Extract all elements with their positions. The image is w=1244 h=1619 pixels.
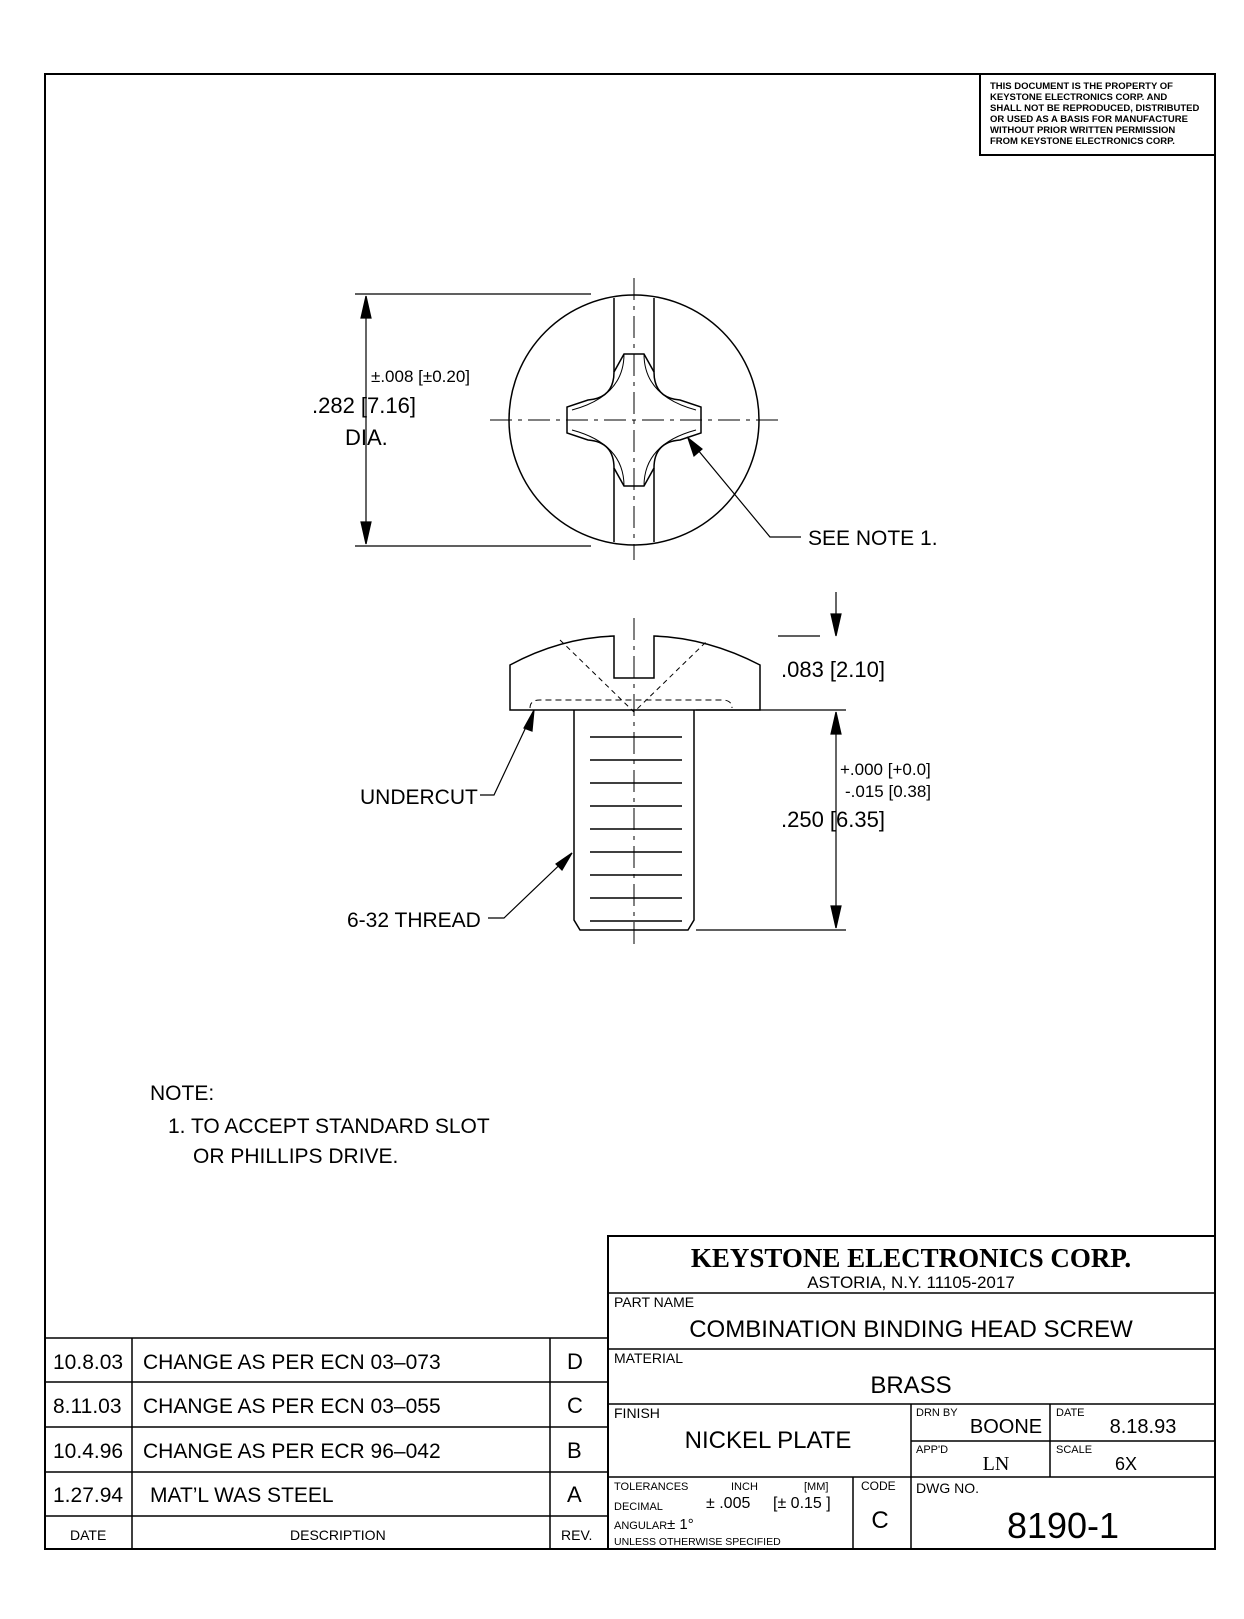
thread-leader [488,852,573,919]
notice-line-2: KEYSTONE ELECTRONICS CORP. AND [990,92,1167,103]
notice-line-1: THIS DOCUMENT IS THE PROPERTY OF [990,81,1173,92]
revision-table [45,1337,608,1549]
rev-header-rev: REV. [561,1527,592,1543]
scale-label: SCALE [1056,1444,1092,1456]
undercut-label: UNDERCUT [360,786,478,809]
top-view [490,278,778,560]
decimal-label: DECIMAL [614,1501,663,1513]
notice-line-3: SHALL NOT BE REPRODUCED, DISTRIBUTED [990,103,1200,114]
decimal-tolerance-inch: ± .005 [706,1495,750,1512]
shank-outline [573,710,695,931]
see-note-leader [686,436,801,538]
note-line-1: 1. TO ACCEPT STANDARD SLOT [168,1115,490,1138]
dia-tolerance: ±.008 [±0.20] [371,367,470,386]
drn-by-value: BOONE [970,1416,1042,1438]
note-heading: NOTE: [150,1082,214,1105]
length-tolerance-minus: -.015 [0.38] [845,782,931,801]
tolerances-label: TOLERANCES [614,1481,688,1493]
side-view [509,618,761,950]
code-value: C [871,1507,888,1534]
rev-row-1-rev: D [567,1349,583,1374]
material-label: MATERIAL [614,1350,683,1366]
thread-label: 6-32 THREAD [347,909,481,932]
mm-label: [MM] [804,1481,828,1493]
inch-label: INCH [731,1481,758,1493]
finish-label: FINISH [614,1405,660,1421]
rev-header-date: DATE [70,1527,106,1543]
company-name: KEYSTONE ELECTRONICS CORP. [691,1243,1131,1273]
company-address: ASTORIA, N.Y. 11105-2017 [807,1273,1015,1292]
angular-tolerance: ± 1° [667,1516,694,1533]
rev-header-description: DESCRIPTION [290,1527,386,1543]
drn-by-label: DRN BY [916,1407,958,1419]
notice-line-6: FROM KEYSTONE ELECTRONICS CORP. [990,136,1175,147]
head-profile [509,635,761,711]
appd-label: APP'D [916,1444,948,1456]
date-value: 8.18.93 [1110,1416,1177,1438]
note-line-2: OR PHILLIPS DRIVE. [193,1145,398,1168]
length-dimension [696,711,846,931]
notice-line-4: OR USED AS A BASIS FOR MANUFACTURE [990,114,1188,125]
material-value: BRASS [870,1372,951,1399]
undercut-leader [480,709,535,796]
notice-line-5: WITHOUT PRIOR WRITTEN PERMISSION [990,125,1175,136]
title-block [607,1235,1216,1550]
code-label: CODE [861,1479,896,1493]
decimal-tolerance-mm: [± 0.15 ] [773,1495,831,1512]
see-note-label: SEE NOTE 1. [808,527,938,550]
proprietary-notice: THIS DOCUMENT IS THE PROPERTY OF KEYSTON… [979,73,1216,156]
head-height-dimension [696,592,846,711]
part-name-label: PART NAME [614,1294,694,1310]
appd-value: LN [983,1453,1010,1475]
rev-row-2-date: 8.11.03 [53,1395,122,1418]
rev-row-4-description: MAT’L WAS STEEL [150,1484,334,1507]
dwg-no-value: 8190-1 [1007,1505,1119,1546]
rev-row-2-rev: C [567,1393,583,1418]
scale-value: 6X [1115,1454,1137,1474]
dia-value: .282 [7.16] [312,393,416,418]
length-tolerance-plus: +.000 [+0.0] [840,760,931,779]
date-label: DATE [1056,1407,1085,1419]
unless-specified-label: UNLESS OTHERWISE SPECIFIED [614,1536,781,1548]
rev-row-1-date: 10.8.03 [53,1351,123,1374]
rev-row-3-rev: B [567,1438,582,1463]
rev-row-4-date: 1.27.94 [53,1484,123,1507]
rev-row-2-description: CHANGE AS PER ECN 03–055 [143,1395,441,1418]
head-height-value: .083 [2.10] [781,657,885,682]
rev-row-3-description: CHANGE AS PER ECR 96–042 [143,1440,441,1463]
angular-label: ANGULAR [614,1520,667,1532]
rev-row-3-date: 10.4.96 [53,1440,123,1463]
rev-row-4-rev: A [567,1482,582,1507]
rev-row-1-description: CHANGE AS PER ECN 03–073 [143,1351,441,1374]
finish-value: NICKEL PLATE [685,1427,852,1454]
diameter-dimension [355,293,591,547]
dwg-no-label: DWG NO. [916,1480,979,1496]
length-value: .250 [6.35] [781,807,885,832]
dia-label: DIA. [345,425,388,450]
part-name-value: COMBINATION BINDING HEAD SCREW [689,1316,1133,1343]
